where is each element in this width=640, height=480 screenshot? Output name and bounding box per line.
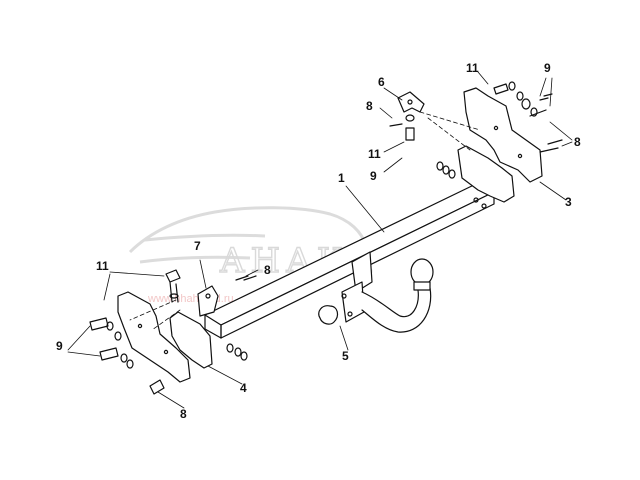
label-part-11-top-right: 11 <box>466 61 479 75</box>
bracket-part-7 <box>197 285 219 317</box>
leader-lines <box>67 71 573 409</box>
label-part-8-left-upper: 8 <box>264 263 271 277</box>
callout-labels: 1 3 4 5 6 7 8 8 8 8 9 9 9 11 11 11 <box>56 61 581 421</box>
label-part-7: 7 <box>194 239 201 253</box>
label-part-6: 6 <box>378 75 385 89</box>
label-part-5: 5 <box>342 349 349 363</box>
label-part-3: 3 <box>565 195 572 209</box>
label-part-9-center: 9 <box>370 169 377 183</box>
label-part-1: 1 <box>338 171 345 185</box>
right-bracket-part-3 <box>457 87 543 203</box>
label-part-11-center: 11 <box>368 147 381 161</box>
label-part-8-right: 8 <box>574 135 581 149</box>
left-bracket-part-4 <box>117 291 213 383</box>
assembly-guide-lines <box>129 111 481 331</box>
label-part-8-top: 8 <box>366 99 373 113</box>
label-part-9-left: 9 <box>56 339 63 353</box>
tow-ball-part-5 <box>318 251 434 333</box>
label-part-11-left: 11 <box>96 259 109 273</box>
bracket-part-6 <box>397 91 425 113</box>
label-part-9-top-right: 9 <box>544 61 551 75</box>
label-part-4: 4 <box>240 381 247 395</box>
watermark-url: www.hhahdhrd.ru <box>147 293 234 305</box>
watermark-car-outline <box>128 206 368 264</box>
fasteners <box>89 81 563 395</box>
label-part-8-bottom: 8 <box>180 407 187 421</box>
